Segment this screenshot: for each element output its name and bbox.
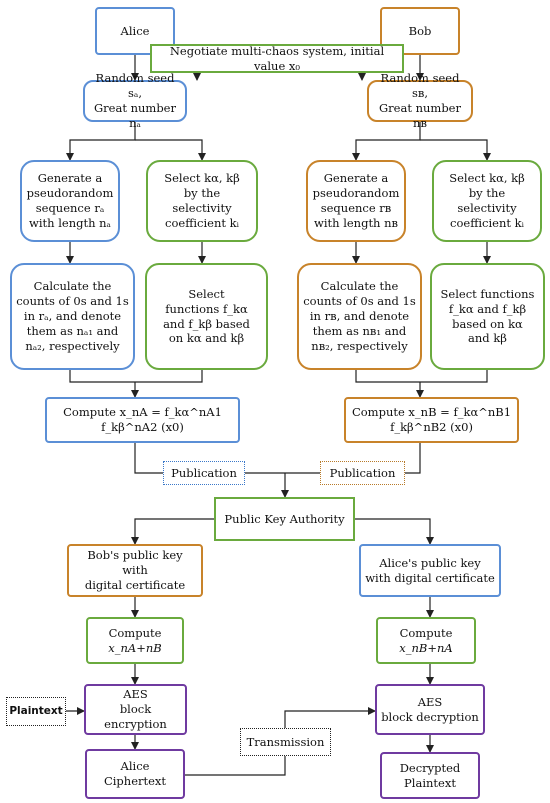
seed-box-alice: Random seed sₐ, Great number nₐ <box>83 71 187 130</box>
text-line: f_kα and f_kβ <box>448 301 527 316</box>
generate-box-alice: Generate a pseudorandom sequence rₐ with… <box>20 160 120 242</box>
seed-line-2: Great number nₐ <box>93 101 176 130</box>
text-line: coefficient kᵢ <box>165 215 239 230</box>
text-line: them as nʙ₁ and <box>312 323 407 338</box>
compute-label: Compute x_nA = f_kα^nA1 f_kβ^nA2 (x0) <box>63 405 222 434</box>
alice-public-key-box: Alice's public key with digital certific… <box>359 544 501 597</box>
decrypted-plaintext-box: Decrypted Plaintext <box>380 752 480 799</box>
text-line: based on kα <box>452 316 523 331</box>
text-line: counts of 0s and 1s <box>303 294 416 309</box>
text-line: pseudorandom <box>312 186 400 201</box>
text-line: digital certificate <box>84 577 186 592</box>
text-line: by the <box>183 186 221 201</box>
functions-box-bob: Select functions f_kα and f_kβ based on … <box>430 263 545 370</box>
text-line: in rₐ, and denote <box>23 309 122 324</box>
text-line: and kβ <box>468 331 507 346</box>
compute-box-alice: Compute x_nA = f_kα^nA1 f_kβ^nA2 (x0) <box>45 397 240 443</box>
text-line: with digital certificate <box>365 570 495 585</box>
compute-shared-box-bob: Compute x_nB+nA <box>376 617 476 664</box>
text-line: Alice <box>120 759 150 774</box>
seed-line-1: Random seed sₐ, <box>95 71 175 101</box>
text-line: sequence rʙ <box>320 201 392 215</box>
text-line: coefficient kᵢ <box>450 215 524 230</box>
text-line: Ciphertext <box>103 774 167 788</box>
text-line: Decrypted <box>399 760 461 775</box>
plaintext-label: Plaintext <box>9 704 63 717</box>
text-line: nʙ₂, respectively <box>311 338 408 353</box>
compute-shared-box-alice: Compute x_nA+nB <box>86 617 184 664</box>
alice-label: Alice <box>120 23 150 38</box>
text-line: sequence rₐ <box>35 201 105 215</box>
transmission-box: Transmission <box>240 728 331 756</box>
text-line: Generate a <box>37 171 103 186</box>
text-line: nₐ₂, respectively <box>25 338 120 353</box>
calculate-box-bob: Calculate the counts of 0s and 1s in rʙ,… <box>297 263 422 370</box>
text-line: Compute <box>399 625 453 640</box>
public-key-authority-box: Public Key Authority <box>214 497 355 541</box>
select-box-bob: Select kα, kβ by the selectivity coeffic… <box>432 160 542 242</box>
text-line: selectivity <box>172 201 232 215</box>
text-line: with length nₐ <box>29 215 111 230</box>
pka-label: Public Key Authority <box>224 511 345 526</box>
text-line: them as nₐ₁ and <box>26 323 119 338</box>
text-line: Select kα, kβ <box>449 171 525 186</box>
text-line: and f_kβ based <box>163 316 250 331</box>
transmission-label: Transmission <box>246 734 325 749</box>
text-line: Calculate the <box>33 279 112 294</box>
text-line: x_nA+nB <box>108 640 162 655</box>
aes-decryption-box: AES block decryption <box>375 684 485 735</box>
text-line: block encryption <box>104 702 167 731</box>
bob-public-key-box: Bob's public key with digital certificat… <box>67 544 203 597</box>
seed-line-2: Great number nʙ <box>378 101 461 130</box>
functions-box-alice: Select functions f_kα and f_kβ based on … <box>145 263 268 370</box>
text-line: by the <box>468 186 506 201</box>
aes-encryption-box: AES block encryption <box>84 684 187 735</box>
text-line: Plaintext <box>404 775 456 790</box>
publication-label: Publication <box>329 465 396 480</box>
text-line: Select <box>188 286 225 301</box>
publication-label: Publication <box>171 465 237 480</box>
negotiate-label: Negotiate multi-chaos system, initial va… <box>169 43 385 73</box>
negotiate-box: Negotiate multi-chaos system, initial va… <box>150 44 404 73</box>
text-line: Select functions <box>440 286 535 301</box>
text-line: Calculate the <box>320 279 399 294</box>
text-line: with length nʙ <box>313 215 399 230</box>
text-line: counts of 0s and 1s <box>16 294 129 309</box>
seed-box-bob: Random seed sʙ, Great number nʙ <box>367 71 473 130</box>
text-line: Compute <box>108 625 162 640</box>
text-line: selectivity <box>457 201 517 215</box>
calculate-box-alice: Calculate the counts of 0s and 1s in rₐ,… <box>10 263 135 370</box>
text-line: functions f_kα <box>165 301 248 316</box>
text-line: block decryption <box>381 709 479 724</box>
select-box-alice: Select kα, kβ by the selectivity coeffic… <box>146 160 258 242</box>
text-line: x_nB+nA <box>399 640 453 655</box>
text-line: Select kα, kβ <box>164 171 240 186</box>
text-line: Generate a <box>323 171 389 186</box>
text-line: AES <box>123 687 148 702</box>
text-line: on kα and kβ <box>168 331 245 346</box>
text-line: AES <box>417 694 443 709</box>
seed-line-1: Random seed sʙ, <box>380 71 460 101</box>
plaintext-input-box: Plaintext <box>6 697 66 726</box>
bob-label: Bob <box>408 23 432 38</box>
alice-ciphertext-box: Alice Ciphertext <box>85 749 185 799</box>
generate-box-bob: Generate a pseudorandom sequence rʙ with… <box>306 160 406 242</box>
text-line: pseudorandom <box>26 186 114 201</box>
compute-box-bob: Compute x_nB = f_kα^nB1 f_kβ^nB2 (x0) <box>344 397 519 443</box>
publication-box-alice: Publication <box>163 461 245 485</box>
compute-label: Compute x_nB = f_kα^nB1 f_kβ^nB2 (x0) <box>351 405 512 434</box>
text-line: Alice's public key <box>379 555 481 570</box>
text-line: Bob's public key with <box>87 548 183 578</box>
publication-box-bob: Publication <box>320 461 405 485</box>
text-line: in rʙ, and denote <box>309 309 410 324</box>
